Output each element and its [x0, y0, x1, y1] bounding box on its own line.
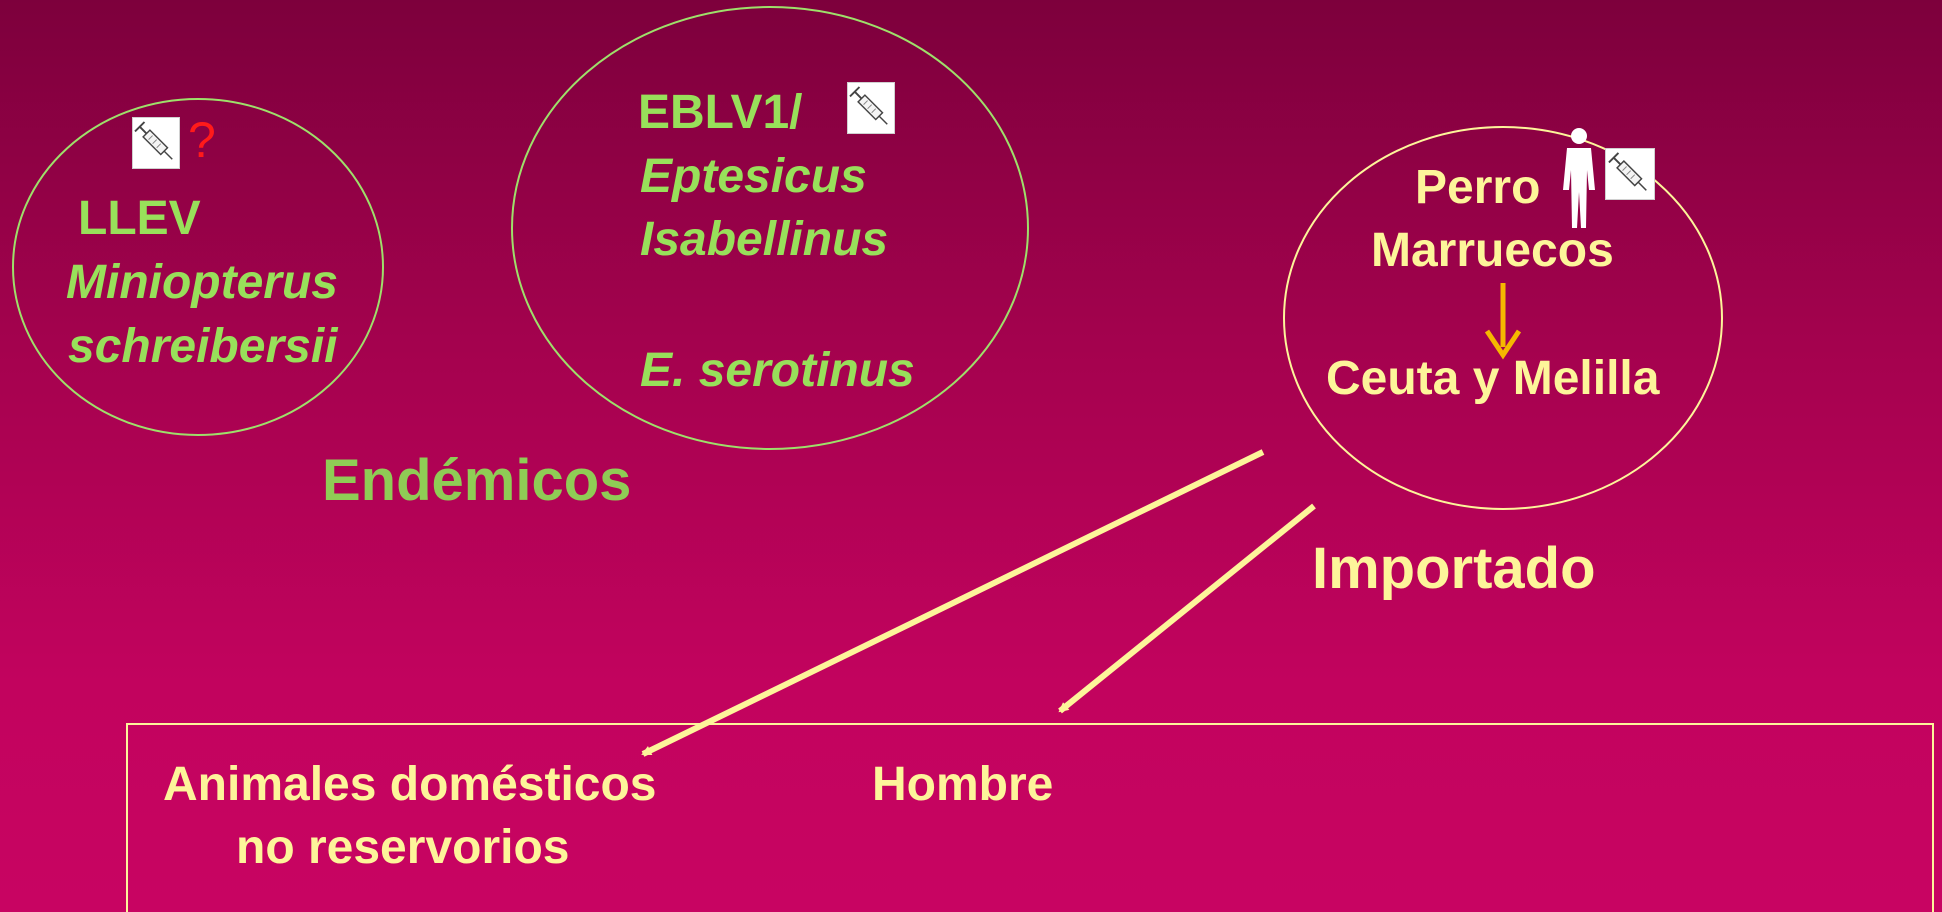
target-domestic-line1: Animales domésticos [163, 758, 657, 811]
imported-label: Importado [1312, 536, 1596, 601]
question-mark: ? [188, 112, 216, 168]
eblv1-species-line2: Isabellinus [640, 213, 889, 266]
llev-species-line2: schreibersii [68, 320, 338, 373]
imported-line1: Perro [1415, 161, 1541, 214]
llev-species-line1: Miniopterus [66, 256, 338, 309]
llev-ellipse [12, 98, 384, 436]
arrow-to-domestic [641, 449, 1265, 757]
imported-line2: Marruecos [1371, 224, 1614, 277]
arrow-to-human [1058, 503, 1316, 714]
imported-ellipse [1283, 126, 1723, 510]
endemic-label: Endémicos [322, 448, 632, 513]
eblv1-species-line1: Eptesicus [640, 150, 867, 203]
syringe-icon [132, 117, 180, 169]
person-icon [1559, 126, 1599, 230]
imported-line3: Ceuta y Melilla [1326, 352, 1660, 405]
targets-box [126, 723, 1934, 912]
llev-code: LLEV [78, 192, 201, 245]
eblv1-species-line3: E. serotinus [640, 344, 915, 397]
target-human: Hombre [872, 758, 1054, 811]
arrow-down-icon [1484, 283, 1522, 360]
syringe-icon [847, 82, 895, 134]
eblv1-ellipse [511, 6, 1029, 450]
syringe-icon [1605, 148, 1655, 200]
target-domestic-line2: no reservorios [236, 821, 570, 874]
eblv1-code: EBLV1/ [638, 86, 803, 139]
